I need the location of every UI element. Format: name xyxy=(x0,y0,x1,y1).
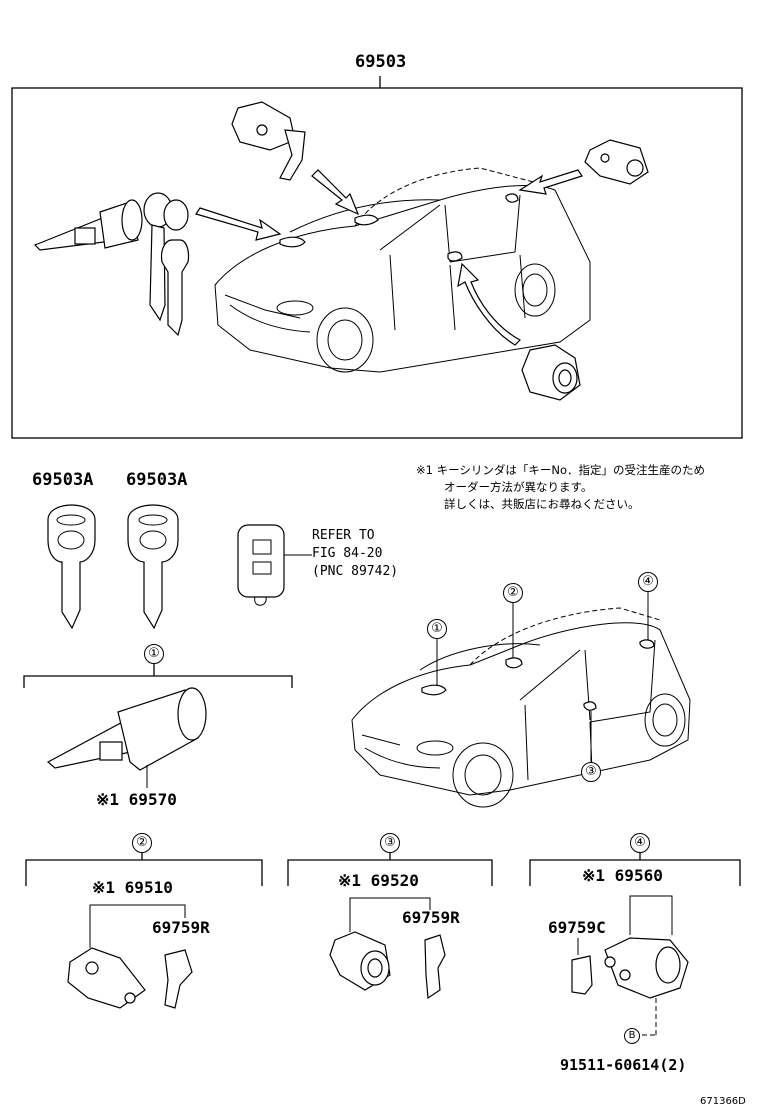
car-callout-3: ③ xyxy=(581,762,601,782)
bolt-part-label[interactable]: 91511-60614(2) xyxy=(560,1056,687,1074)
note-line-1: ※1 キーシリンダは「キーNo．指定」の受注生産のため xyxy=(416,463,706,477)
car-callout-2: ② xyxy=(503,583,523,603)
group3-drawing xyxy=(287,852,493,1000)
group2-sub-label[interactable]: 69759R xyxy=(152,918,210,937)
key-left-drawing xyxy=(47,504,96,630)
group4-callout: ④ xyxy=(630,833,650,853)
bottom-car-illustration xyxy=(351,592,691,808)
top-ignition-cylinder xyxy=(33,199,143,251)
key-right-drawing xyxy=(127,504,179,630)
remote-ref-line-2[interactable]: FIG 84-20 xyxy=(312,546,383,561)
top-backdoor-lock xyxy=(584,139,649,185)
group3-sub-label[interactable]: 69759R xyxy=(402,908,460,927)
bolt-marker: B xyxy=(624,1028,640,1044)
figure-code: 671366D xyxy=(700,1096,746,1107)
key-left-label[interactable]: 69503A xyxy=(32,470,94,490)
group3-part-label[interactable]: ※1 69520 xyxy=(338,871,419,890)
group4-sub-label[interactable]: 69759C xyxy=(548,918,606,937)
group1-part-label[interactable]: ※1 69570 xyxy=(96,790,177,809)
group4-drawing xyxy=(529,852,741,1036)
remote-drawing xyxy=(237,524,312,606)
main-assembly-label[interactable]: 69503 xyxy=(355,52,407,72)
main-assembly-bracket xyxy=(11,76,743,439)
group4-part-label[interactable]: ※1 69560 xyxy=(582,866,663,885)
group2-drawing xyxy=(25,852,263,1009)
top-arrows xyxy=(195,169,583,346)
note-line-3: 詳しくは、共販店にお尋ねください。 xyxy=(444,497,640,511)
car-callout-1: ① xyxy=(427,619,447,639)
remote-ref-line-3: (PNC 89742) xyxy=(312,564,399,579)
note-line-2: オーダー方法が異なります。 xyxy=(444,480,593,494)
remote-ref-line-1: REFER TO xyxy=(312,528,375,543)
group2-callout: ② xyxy=(132,833,152,853)
key-right-label[interactable]: 69503A xyxy=(126,470,188,490)
top-keys xyxy=(143,192,190,337)
top-door-lock xyxy=(231,101,306,181)
car-callout-4: ④ xyxy=(638,572,658,592)
group1-callout: ① xyxy=(144,644,164,664)
top-fuel-lock xyxy=(521,344,581,401)
top-car-illustration xyxy=(214,167,591,373)
group2-part-label[interactable]: ※1 69510 xyxy=(92,878,173,897)
group1-drawing xyxy=(23,664,293,788)
group3-callout: ③ xyxy=(380,833,400,853)
